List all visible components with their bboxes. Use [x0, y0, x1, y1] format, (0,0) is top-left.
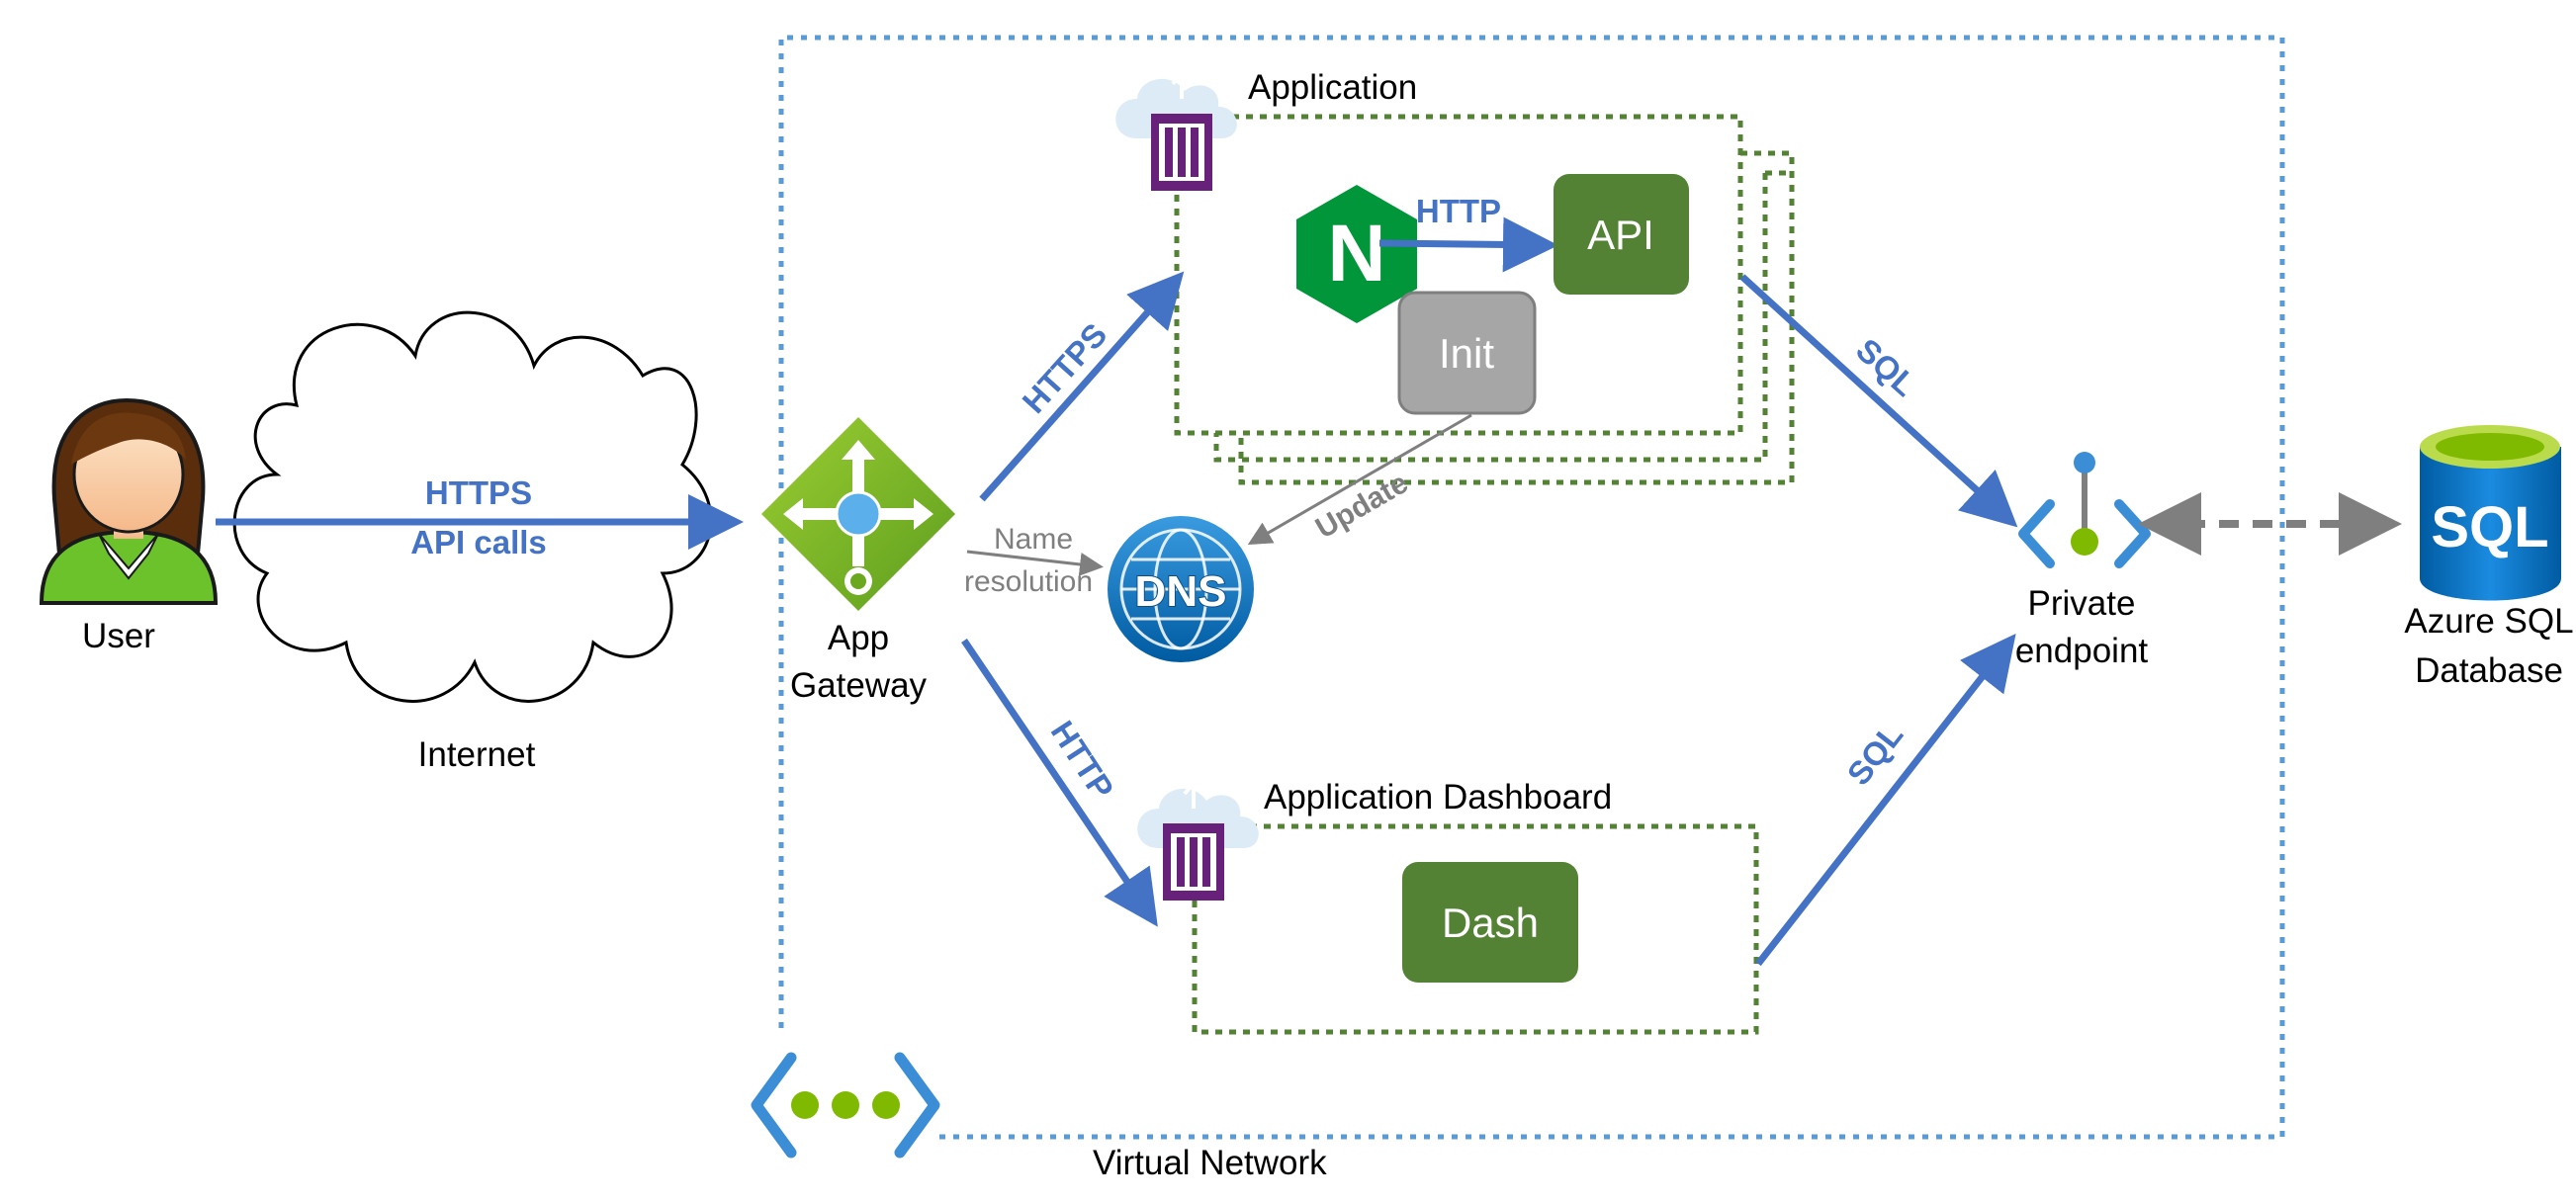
nginx-icon: N: [1296, 185, 1417, 323]
name-resolution-label-line2: resolution: [964, 565, 1093, 598]
gateway-to-application-arrow: [979, 271, 1185, 502]
app-gateway-icon: [761, 417, 955, 611]
dash-label: Dash: [1442, 900, 1539, 946]
vnet-boundary: [778, 35, 2285, 1140]
virtual-network-icon: [751, 1052, 940, 1159]
internet-api-calls-label: API calls: [410, 524, 547, 560]
name-resolution-label-line1: Name: [994, 523, 1073, 556]
user-icon: [39, 397, 219, 605]
sql-label-line1: Azure SQL: [2404, 602, 2573, 641]
dns-icon-text: DNS: [1135, 567, 1227, 616]
api-label: API: [1587, 212, 1654, 258]
application-container-stack: [1174, 114, 1795, 485]
gateway-label-line1: App: [828, 619, 889, 657]
nginx-to-api-arrow: [1378, 216, 1558, 273]
internet-label: Internet: [418, 735, 536, 774]
sql-icon-text: SQL: [2431, 495, 2548, 559]
init-label: Init: [1439, 330, 1494, 377]
gateway-to-dashboard-label: HTTP: [1044, 715, 1121, 806]
application-container-instance-icon: [1115, 69, 1237, 191]
init-to-dns-arrow: [1247, 413, 1472, 546]
nginx-letter: N: [1327, 209, 1385, 299]
init-box: [1397, 291, 1537, 415]
gateway-to-dashboard-arrow: [961, 639, 1158, 927]
private-endpoint-label-line2: endpoint: [2015, 632, 2149, 670]
vnet-label: Virtual Network: [1093, 1144, 1327, 1182]
dash-box: [1402, 862, 1578, 983]
gateway-label-line2: Gateway: [790, 666, 928, 705]
application-container: [1174, 114, 1743, 436]
gateway-to-dns-arrow: [966, 550, 1104, 576]
internet-https-label: HTTPS: [425, 474, 532, 511]
dashboard-to-endpoint-arrow: [1755, 633, 2016, 967]
internet-cloud-shape: [232, 310, 713, 703]
dns-globe-icon: DNS: [1108, 516, 1254, 662]
application-to-endpoint-arrow: [1739, 274, 2018, 528]
nginx-to-api-label: HTTP: [1416, 193, 1501, 229]
private-endpoint-icon: [2018, 452, 2151, 568]
application-label: Application: [1248, 68, 1417, 107]
application-to-endpoint-label: SQL: [1849, 331, 1923, 403]
dashboard-label: Application Dashboard: [1264, 778, 1612, 816]
user-label: User: [82, 617, 155, 655]
sql-database-icon: SQL: [2420, 425, 2561, 601]
api-box: [1554, 174, 1689, 295]
dashboard-container-instance-icon: [1137, 779, 1259, 901]
dashboard-container: [1192, 823, 1759, 1035]
sql-label-line2: Database: [2415, 651, 2563, 690]
private-endpoint-label-line1: Private: [2028, 584, 2136, 623]
